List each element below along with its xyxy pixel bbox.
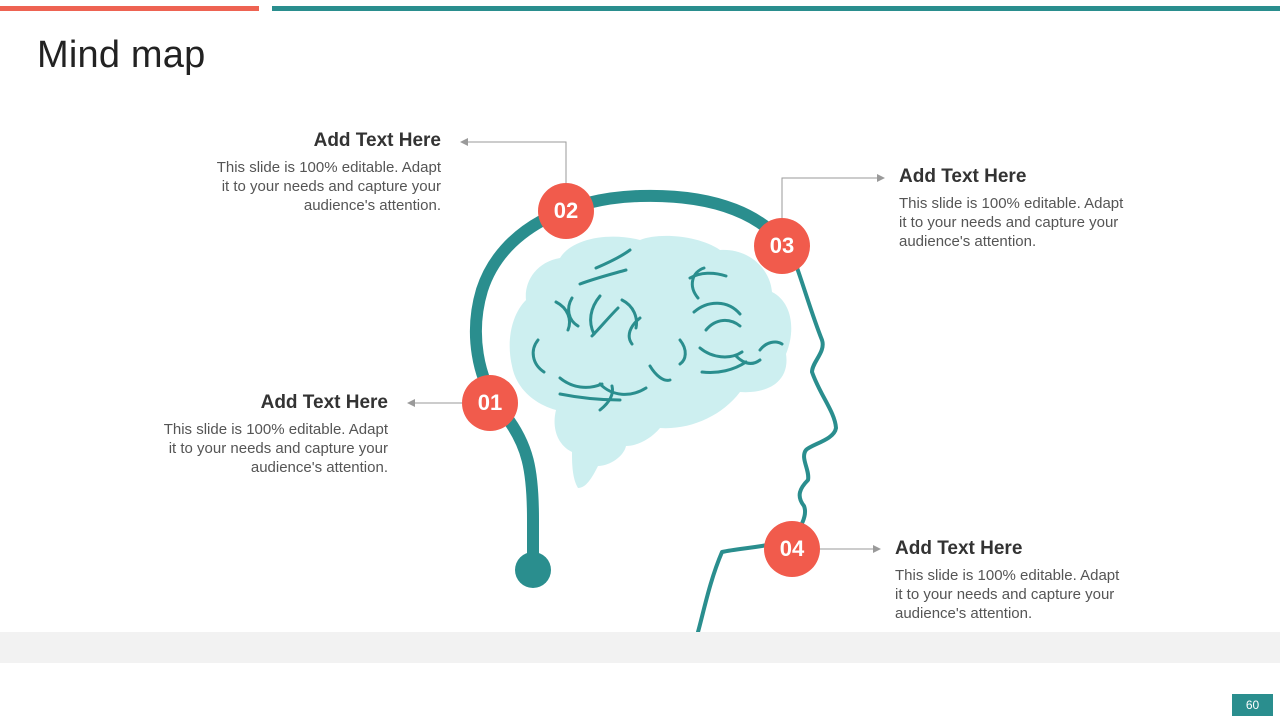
body-line: audience's attention. bbox=[303, 197, 441, 214]
text-block-02: Add Text Here This slide is 100% editabl… bbox=[191, 130, 441, 215]
body-line: it to your needs and capture your bbox=[221, 178, 441, 195]
slide-title: Mind map bbox=[37, 34, 206, 76]
head-outline bbox=[469, 189, 801, 571]
text-block-heading: Add Text Here bbox=[260, 392, 388, 413]
text-block-body: This slide is 100% editable. Adapt it to… bbox=[191, 158, 441, 215]
text-block-body: This slide is 100% editable. Adapt it to… bbox=[899, 194, 1149, 251]
footer-band bbox=[0, 632, 1280, 663]
text-block-heading: Add Text Here bbox=[895, 538, 1023, 559]
connector-line-02 bbox=[460, 138, 567, 183]
text-block-03: Add Text Here This slide is 100% editabl… bbox=[899, 166, 1149, 251]
text-block-04: Add Text Here This slide is 100% editabl… bbox=[895, 538, 1145, 623]
body-line: it to your needs and capture your bbox=[895, 586, 1115, 603]
top-accent-bar bbox=[0, 6, 259, 11]
page-number: 60 bbox=[1232, 694, 1273, 716]
face-profile bbox=[696, 260, 838, 634]
text-block-heading: Add Text Here bbox=[313, 130, 441, 151]
node-number-01: 01 bbox=[462, 375, 518, 431]
top-main-bar bbox=[272, 6, 1280, 11]
text-block-body: This slide is 100% editable. Adapt it to… bbox=[895, 566, 1145, 623]
node-number-04: 04 bbox=[764, 521, 820, 577]
body-line: audience's attention. bbox=[895, 605, 1033, 622]
body-line: This slide is 100% editable. Adapt bbox=[895, 567, 1120, 584]
body-line: it to your needs and capture your bbox=[168, 440, 388, 457]
text-block-01: Add Text Here This slide is 100% editabl… bbox=[138, 392, 388, 477]
body-line: This slide is 100% editable. Adapt bbox=[216, 159, 441, 176]
text-block-body: This slide is 100% editable. Adapt it to… bbox=[138, 420, 388, 477]
node-number-03: 03 bbox=[754, 218, 810, 274]
body-line: This slide is 100% editable. Adapt bbox=[163, 421, 388, 438]
node-number-02: 02 bbox=[538, 183, 594, 239]
text-block-heading: Add Text Here bbox=[899, 166, 1027, 187]
body-line: audience's attention. bbox=[250, 459, 388, 476]
brain-icon bbox=[509, 235, 792, 488]
body-line: it to your needs and capture your bbox=[899, 214, 1119, 231]
body-line: audience's attention. bbox=[899, 233, 1037, 250]
body-line: This slide is 100% editable. Adapt bbox=[899, 195, 1124, 212]
head-outline-end-dot bbox=[515, 552, 551, 588]
connector-line-03 bbox=[781, 174, 885, 218]
